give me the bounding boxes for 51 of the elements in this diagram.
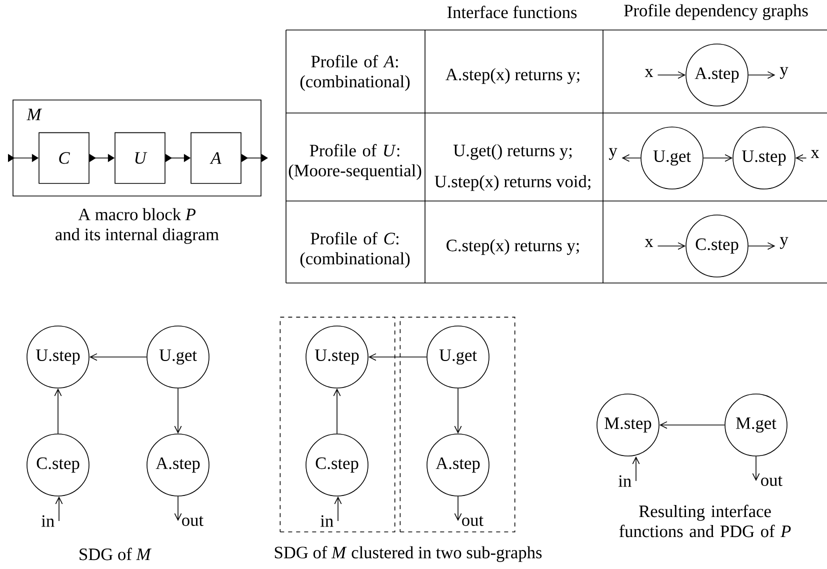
port-label: y <box>608 148 618 160</box>
port-label: x <box>644 239 654 247</box>
arrow <box>622 154 641 162</box>
port-label: x <box>810 150 820 158</box>
caption: A macro block P and its internal diagram <box>56 208 219 244</box>
port-label: in <box>320 515 334 527</box>
caption: SDG of M <box>80 548 152 560</box>
profile-name: Profile of U: (Moore-sequential) <box>288 144 422 180</box>
arrow <box>795 154 807 162</box>
column-header: Interface functions <box>447 6 577 18</box>
arrow <box>54 388 62 434</box>
arrow <box>241 154 268 162</box>
arrow <box>632 456 640 482</box>
function-signature: U.step(x) returns void; <box>434 175 590 191</box>
profile-name: Profile of A: (combinational) <box>300 55 410 91</box>
port-label: out <box>462 516 484 526</box>
function-signature: C.step(x) returns y; <box>446 239 579 255</box>
arrow <box>55 496 63 522</box>
port-label: in <box>618 475 632 487</box>
arrow <box>454 496 462 521</box>
cluster-box <box>400 316 516 532</box>
arrow <box>333 388 341 434</box>
block-box: U <box>114 132 166 184</box>
arrow <box>748 71 776 79</box>
profile-name: Profile of C: (combinational) <box>300 232 410 268</box>
caption: Resulting interface functions and PDG of P <box>619 504 791 538</box>
arrow <box>334 496 342 522</box>
arrow <box>454 388 462 434</box>
port-label: y <box>780 67 788 79</box>
function-signature: U.get() returns y; <box>453 144 572 160</box>
port-label: out <box>182 516 204 526</box>
arrow <box>89 353 147 361</box>
arrow <box>748 242 776 250</box>
column-header: Profile dependency graphs <box>624 4 808 20</box>
arrow <box>659 421 725 429</box>
arrow <box>174 388 182 434</box>
block-box: C <box>38 132 90 184</box>
port-label: y <box>780 237 788 249</box>
arrow <box>368 353 427 361</box>
function-signature: A.step(x) returns y; <box>446 68 580 84</box>
block-box: A <box>190 132 242 184</box>
caption: SDG of M clustered in two sub-graphs <box>274 546 542 562</box>
arrow <box>657 242 686 250</box>
port-label: in <box>41 515 54 527</box>
port-label: x <box>644 69 654 77</box>
arrow <box>174 496 182 521</box>
arrow <box>657 71 686 79</box>
cluster-box <box>280 316 396 532</box>
arrow <box>752 456 760 481</box>
arrow <box>703 154 733 162</box>
port-label: out <box>761 476 782 486</box>
